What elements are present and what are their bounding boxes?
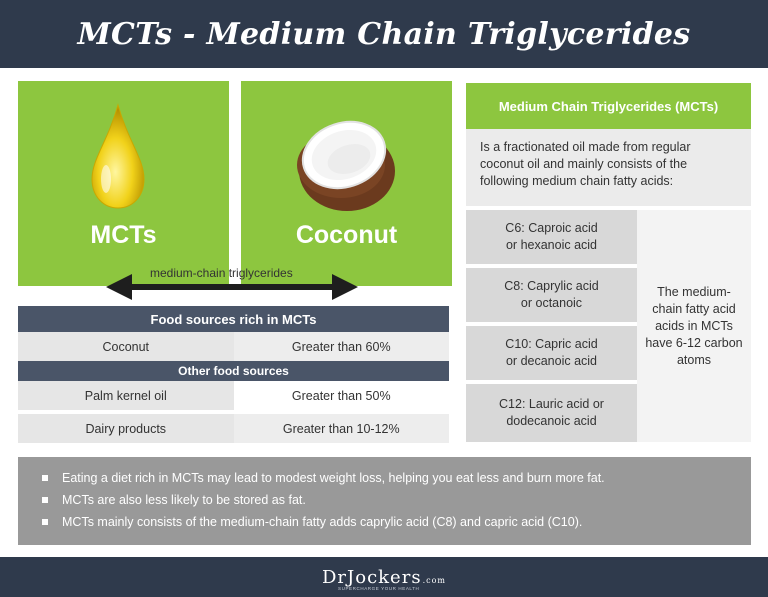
amount-cell: Greater than 10-12%: [233, 414, 449, 443]
footer-bar: DrJockers .com: [0, 557, 768, 597]
mct-tile: MCTs: [18, 81, 229, 286]
brand-suffix: .com: [422, 575, 446, 585]
arrow-label: medium-chain triglycerides: [150, 266, 293, 280]
acid-alt-name: or decanoic acid: [505, 354, 598, 368]
acid-name: C6: Caproic acid: [505, 221, 598, 235]
carbon-atoms-note: The medium-chain fatty acid acids in MCT…: [637, 210, 751, 442]
list-item: Eating a diet rich in MCTs may lead to m…: [42, 467, 727, 489]
brand-logo: DrJockers .com: [322, 567, 446, 588]
header-banner: MCTs - Medium Chain Triglycerides: [0, 0, 768, 68]
coconut-tile-label: Coconut: [295, 221, 398, 249]
bullet-text: Eating a diet rich in MCTs may lead to m…: [62, 471, 605, 485]
mct-panel-description: Is a fractionated oil made from regular …: [466, 129, 751, 206]
food-sources-table: Food sources rich in MCTs Coconut Greate…: [18, 306, 449, 443]
oil-drop-icon: [91, 103, 145, 209]
bullet-text: MCTs are also less likely to be stored a…: [62, 493, 306, 507]
acid-alt-name: dodecanoic acid: [506, 414, 597, 428]
coconut-tile: Coconut: [241, 81, 452, 286]
row-divider: [18, 410, 449, 414]
double-arrow-icon: [106, 274, 358, 300]
table-row: Coconut Greater than 60%: [18, 332, 449, 361]
food-table-subheader: Other food sources: [18, 361, 449, 381]
food-table-header: Food sources rich in MCTs: [18, 306, 449, 332]
table-row: Palm kernel oil Greater than 50%: [18, 381, 449, 410]
acid-item: C10: Capric acid or decanoic acid: [466, 326, 637, 380]
amount-cell: Greater than 50%: [233, 381, 449, 410]
acid-name: C10: Capric acid: [505, 337, 598, 351]
food-cell: Palm kernel oil: [18, 381, 234, 410]
mct-tile-label: MCTs: [90, 221, 157, 249]
square-bullet-icon: [42, 475, 48, 481]
table-row: Dairy products Greater than 10-12%: [18, 414, 449, 443]
brand-tagline: SUPERCHARGE YOUR HEALTH: [338, 586, 420, 591]
mct-info-panel: Medium Chain Triglycerides (MCTs) Is a f…: [466, 83, 751, 442]
key-points-box: Eating a diet rich in MCTs may lead to m…: [18, 457, 751, 545]
square-bullet-icon: [42, 519, 48, 525]
page-title: MCTs - Medium Chain Triglycerides: [77, 16, 691, 52]
bullet-text: MCTs mainly consists of the medium-chain…: [62, 515, 583, 529]
acid-list: C6: Caproic acid or hexanoic acid C8: Ca…: [466, 210, 637, 442]
acid-alt-name: or hexanoic acid: [505, 238, 598, 252]
amount-cell: Greater than 60%: [233, 332, 449, 361]
food-cell: Dairy products: [18, 414, 234, 443]
food-cell: Coconut: [18, 332, 234, 361]
acid-alt-name: or octanoic: [520, 296, 583, 310]
acid-list-section: C6: Caproic acid or hexanoic acid C8: Ca…: [466, 210, 751, 442]
acid-item: C8: Caprylic acid or octanoic: [466, 268, 637, 322]
list-item: MCTs are also less likely to be stored a…: [42, 489, 727, 511]
square-bullet-icon: [42, 497, 48, 503]
acid-item: C6: Caproic acid or hexanoic acid: [466, 210, 637, 264]
coconut-icon: [297, 120, 395, 211]
acid-name: C12: Lauric acid or: [499, 397, 604, 411]
acid-name: C8: Caprylic acid: [504, 279, 599, 293]
mct-panel-title: Medium Chain Triglycerides (MCTs): [466, 83, 751, 129]
list-item: MCTs mainly consists of the medium-chain…: [42, 511, 727, 533]
acid-item: C12: Lauric acid or dodecanoic acid: [466, 384, 637, 442]
brand-name: DrJockers: [321, 566, 422, 588]
